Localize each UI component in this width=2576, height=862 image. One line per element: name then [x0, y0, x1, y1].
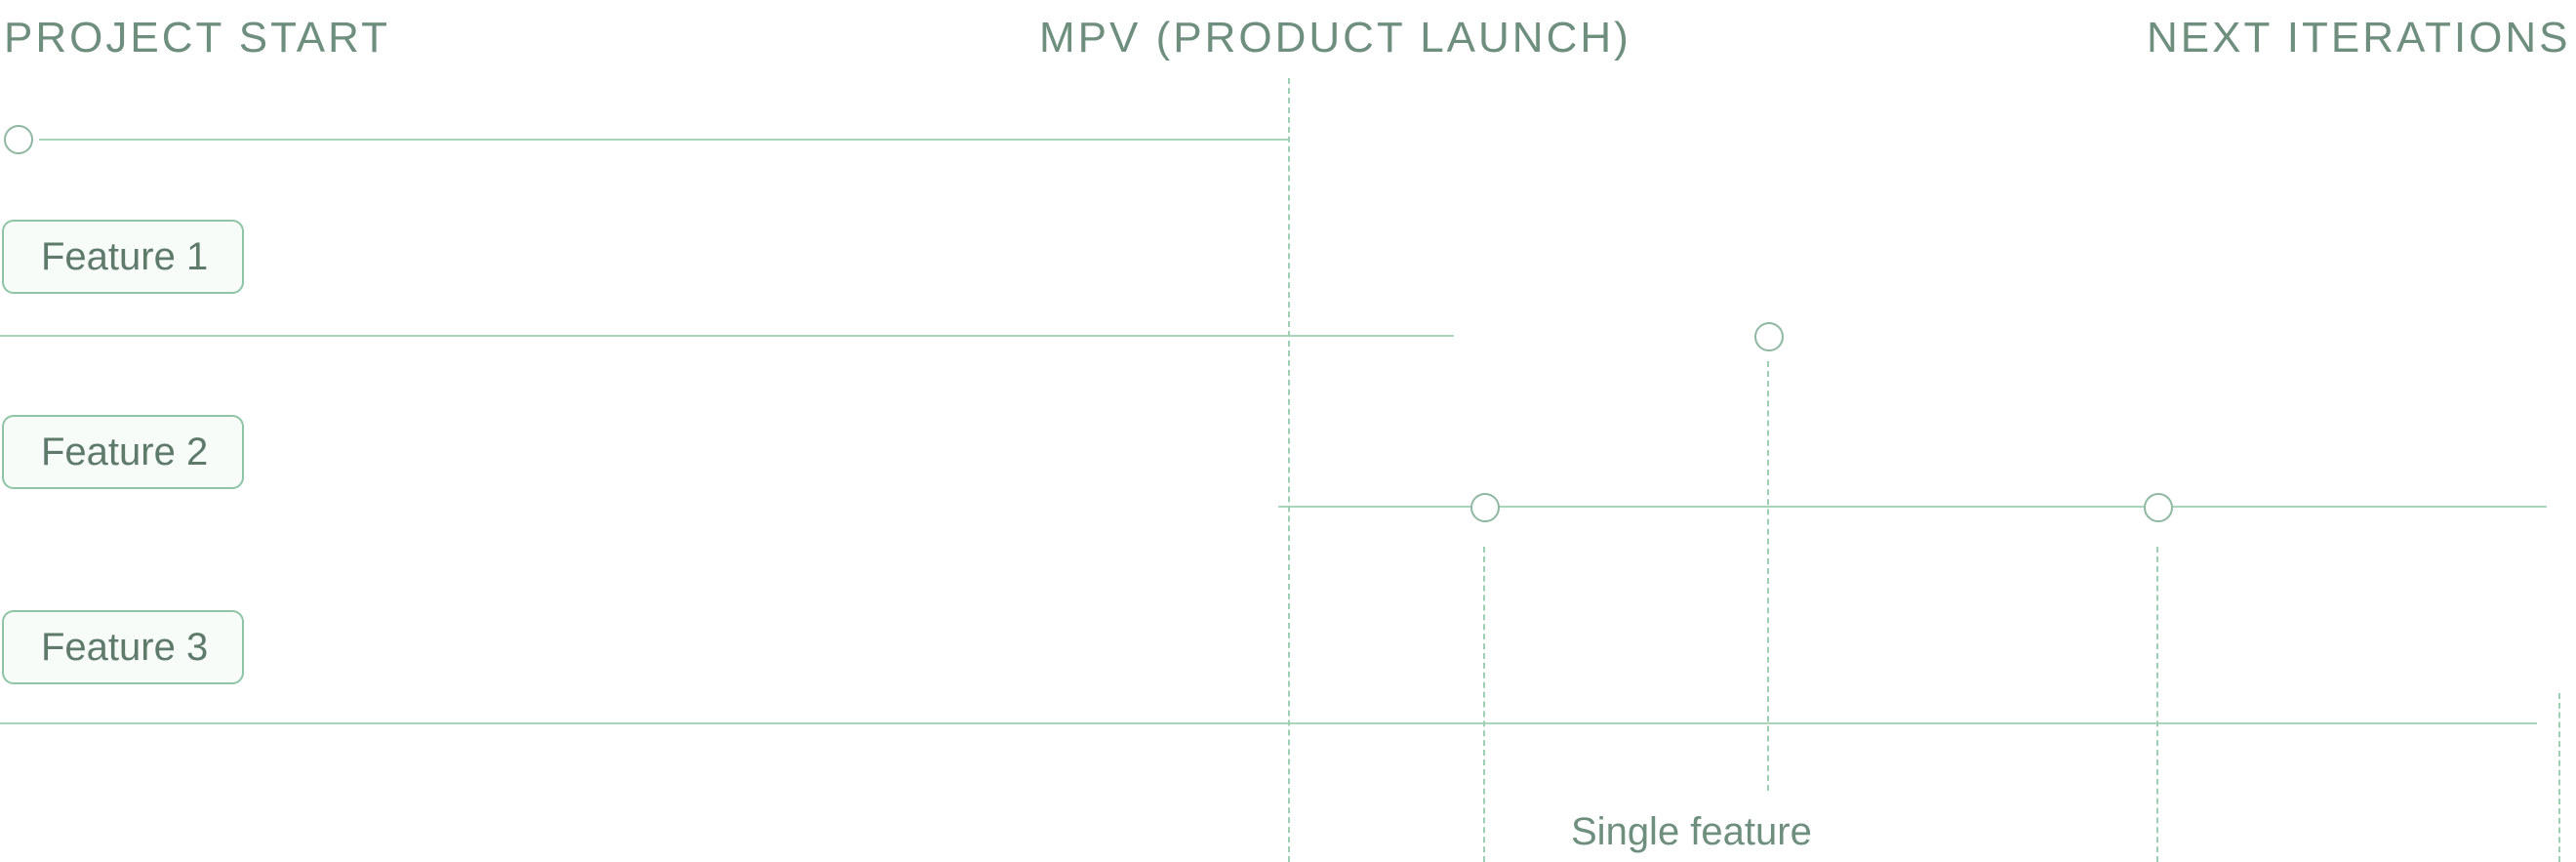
milestone-circle-icon — [1470, 493, 1500, 522]
milestone-divider — [2558, 693, 2560, 862]
feature-box-2: Feature 2 — [2, 415, 244, 489]
timeline-line — [39, 139, 1288, 141]
feature-box-3: Feature 3 — [2, 610, 244, 684]
timeline-line — [1278, 506, 2547, 508]
feature-label: Feature 1 — [41, 234, 209, 278]
milestone-circle-icon — [4, 125, 33, 154]
milestone-divider — [2156, 547, 2158, 862]
milestone-circle-icon — [2144, 493, 2173, 522]
bottom-label: Single feature — [1571, 810, 1812, 853]
feature-label: Feature 3 — [41, 625, 209, 669]
milestone-circle-icon — [1754, 322, 1784, 351]
milestone-divider — [1483, 547, 1485, 862]
timeline-line — [0, 722, 2537, 724]
milestone-divider — [1288, 78, 1290, 862]
header-project-start: PROJECT START — [4, 14, 390, 62]
milestone-divider — [1767, 361, 1769, 791]
header-mvp: MPV (PRODUCT LAUNCH) — [1039, 14, 1631, 62]
feature-box-1: Feature 1 — [2, 220, 244, 294]
timeline-line — [0, 335, 1454, 337]
feature-label: Feature 2 — [41, 430, 209, 473]
header-next-iterations: NEXT ITERATIONS — [2147, 14, 2571, 62]
